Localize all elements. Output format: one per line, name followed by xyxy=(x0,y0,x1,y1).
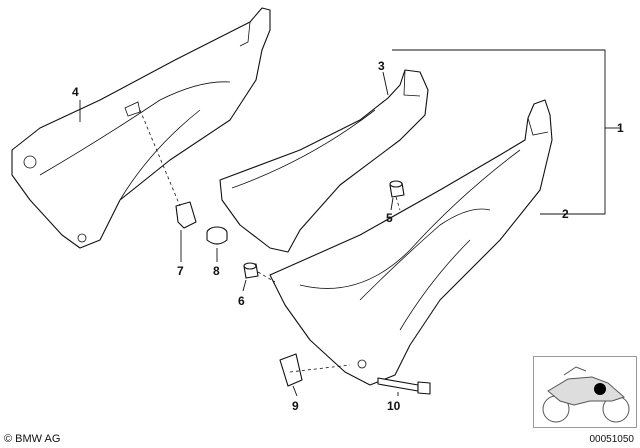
callout-9: 9 xyxy=(292,399,299,413)
callout-4: 4 xyxy=(72,85,79,99)
copyright-label: © BMW AG xyxy=(4,433,61,445)
callout-1: 1 xyxy=(617,121,624,135)
motorcycle-silhouette-icon xyxy=(542,366,630,423)
leader-lines xyxy=(79,49,620,397)
callout-10: 10 xyxy=(387,399,401,413)
callout-8: 8 xyxy=(213,264,220,278)
document-number: 00051050 xyxy=(589,434,635,445)
hardware xyxy=(175,180,431,395)
callout-6: 6 xyxy=(238,294,245,308)
inner-cover xyxy=(219,69,429,253)
locator-dot xyxy=(594,383,606,395)
left-side-panel xyxy=(11,7,271,249)
callout-7: 7 xyxy=(177,264,184,278)
locator-thumbnail xyxy=(533,356,637,428)
assembly-lines xyxy=(139,109,401,373)
callout-labels: 1 2 3 4 5 6 7 8 9 10 xyxy=(72,59,624,413)
right-side-panel xyxy=(269,99,553,386)
callout-2: 2 xyxy=(562,207,569,221)
callout-5: 5 xyxy=(386,211,393,225)
callout-3: 3 xyxy=(378,59,385,73)
